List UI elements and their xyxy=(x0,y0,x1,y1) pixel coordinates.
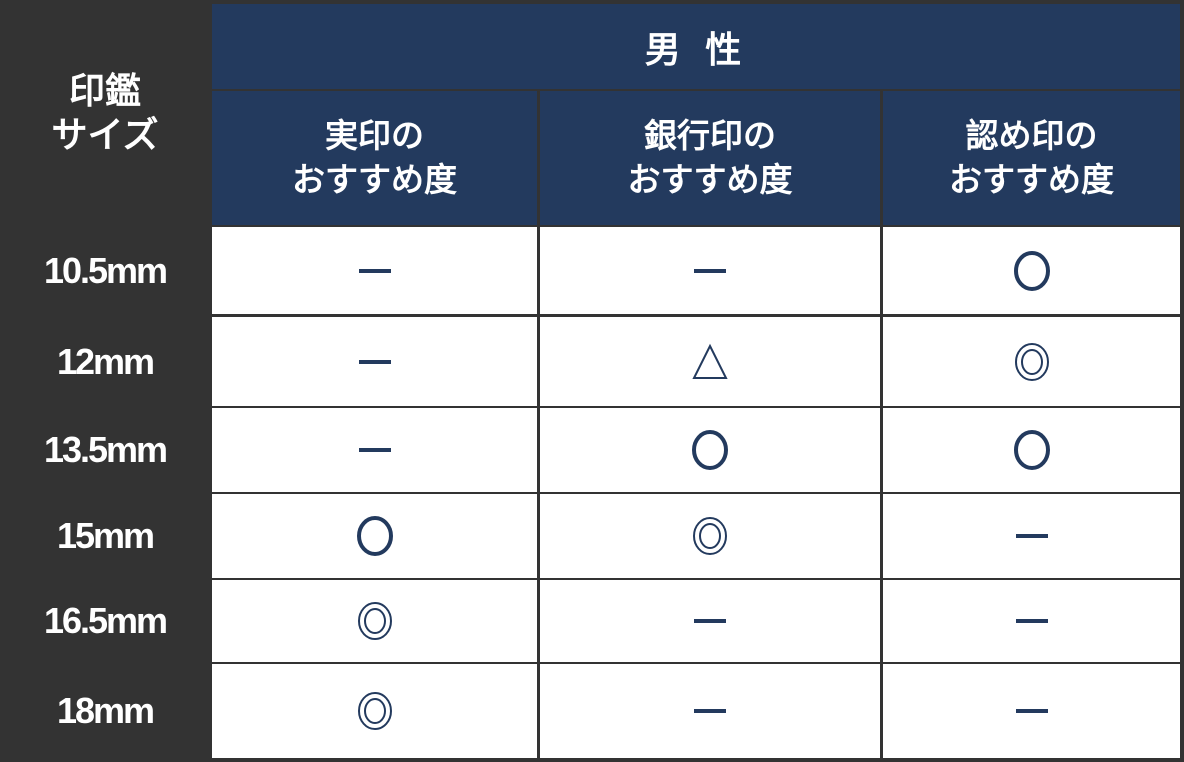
corner-header-line2: サイズ xyxy=(51,115,159,156)
size-label: 16.5mm xyxy=(43,600,168,641)
circle-icon xyxy=(1013,250,1050,291)
column-header-line2: おすすめ度 xyxy=(292,160,457,199)
group-header-male: 男 性 xyxy=(212,4,1180,89)
size-label: 15mm xyxy=(56,515,155,556)
rating-cell xyxy=(212,580,537,662)
circle-icon xyxy=(356,516,393,556)
row-label: 15mm xyxy=(2,494,208,578)
column-header-jitsuin: 実印の おすすめ度 xyxy=(212,91,537,225)
rating-cell xyxy=(212,664,537,758)
row-label: 12mm xyxy=(2,317,208,406)
rating-cell xyxy=(883,664,1180,758)
column-header-line1: 認め印の xyxy=(965,116,1098,155)
double-circle-icon xyxy=(693,517,727,555)
size-label: 10.5mm xyxy=(43,249,168,291)
dash-icon xyxy=(358,268,391,273)
rating-cell xyxy=(212,408,537,492)
triangle-icon xyxy=(692,343,728,379)
rating-cell xyxy=(212,317,537,406)
column-header-ginkoin: 銀行印の おすすめ度 xyxy=(540,91,880,225)
column-header-line2: おすすめ度 xyxy=(949,160,1114,199)
dash-icon xyxy=(358,448,391,452)
dash-icon xyxy=(358,359,391,364)
dash-icon xyxy=(1015,534,1048,538)
dash-icon xyxy=(694,268,726,273)
column-header-line1: 銀行印の xyxy=(644,116,776,155)
column-header-line2: おすすめ度 xyxy=(627,160,793,199)
circle-icon xyxy=(1013,430,1050,470)
rating-cell xyxy=(212,494,537,578)
rating-cell xyxy=(540,494,880,578)
row-label: 13.5mm xyxy=(2,408,208,492)
dash-icon xyxy=(694,619,726,623)
rating-cell xyxy=(540,408,880,492)
rating-cell xyxy=(883,227,1180,314)
dash-icon xyxy=(1015,619,1048,623)
column-header-line1: 実印の xyxy=(325,116,424,155)
rating-cell xyxy=(540,664,880,758)
rating-cell xyxy=(540,227,880,314)
rating-cell xyxy=(883,408,1180,492)
size-label: 13.5mm xyxy=(43,429,168,470)
rating-cell xyxy=(883,580,1180,662)
column-header-mitomein: 認め印の おすすめ度 xyxy=(883,91,1180,225)
corner-header: 印鑑 サイズ xyxy=(2,4,208,224)
double-circle-icon xyxy=(357,602,392,640)
circle-icon xyxy=(692,430,728,470)
size-label: 18mm xyxy=(56,690,155,731)
rating-cell xyxy=(883,317,1180,406)
size-label: 12mm xyxy=(56,340,155,382)
double-circle-icon xyxy=(357,692,392,730)
group-header-label: 男 性 xyxy=(644,29,748,71)
rating-cell xyxy=(540,580,880,662)
double-circle-icon xyxy=(1014,342,1049,381)
rating-cell xyxy=(883,494,1180,578)
row-label: 18mm xyxy=(2,664,208,758)
row-label: 10.5mm xyxy=(2,227,208,314)
rating-cell xyxy=(212,227,537,314)
rating-cell xyxy=(540,317,880,406)
row-label: 16.5mm xyxy=(2,580,208,662)
dash-icon xyxy=(694,709,726,713)
dash-icon xyxy=(1015,709,1048,713)
corner-header-line1: 印鑑 xyxy=(68,71,141,112)
